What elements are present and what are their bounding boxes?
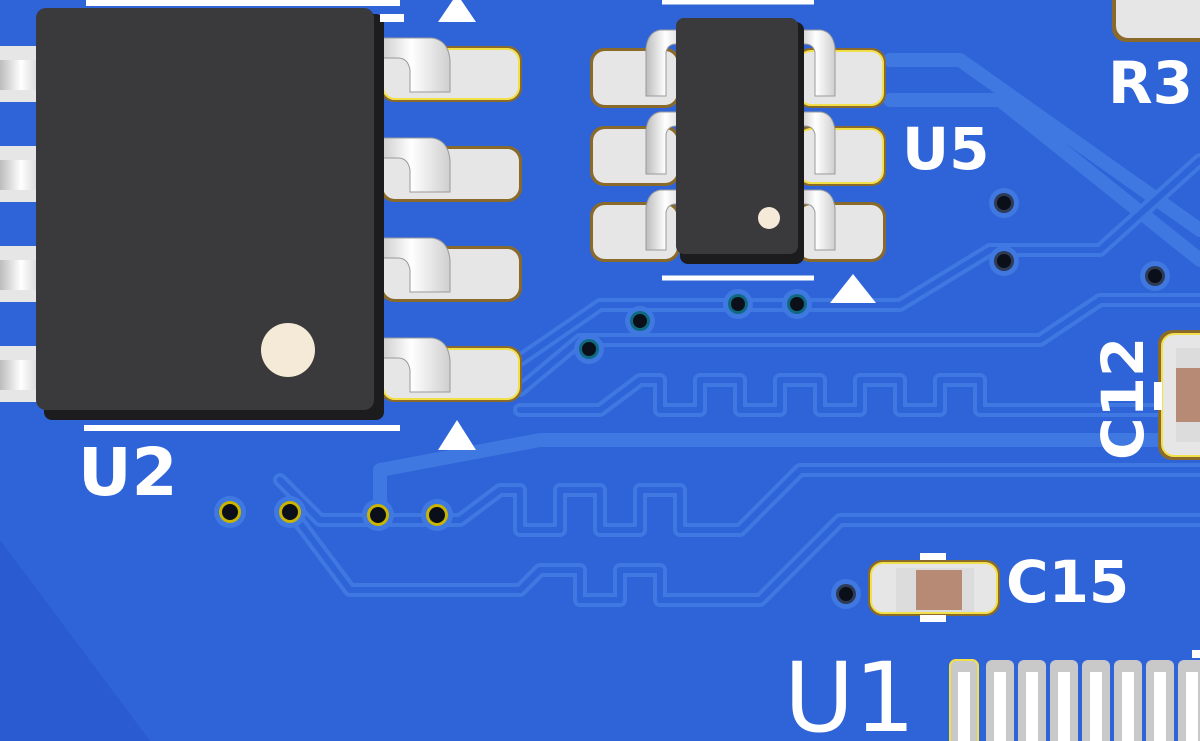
u2-reference-label: U2 (78, 434, 178, 511)
silkscreen-mark (1192, 650, 1200, 658)
r3-footprint (1112, 0, 1200, 42)
pin1-triangle-icon (438, 0, 476, 22)
c12-reference-label: C12 (1089, 336, 1157, 460)
trace (883, 93, 1200, 267)
silkscreen-mark (920, 615, 946, 622)
capacitor-body (1176, 368, 1200, 422)
pin1-marker-icon (261, 323, 315, 377)
board-edge-shade (0, 540, 150, 741)
trace (883, 53, 1200, 237)
via (723, 289, 753, 319)
via (574, 334, 604, 364)
u2-leads (0, 37, 451, 393)
u5-leads (645, 29, 836, 251)
via (362, 499, 394, 531)
via (421, 499, 453, 531)
pin1-triangle-icon (830, 274, 876, 303)
pin1-marker-icon (758, 207, 780, 229)
u5-reference-label: U5 (902, 115, 990, 183)
silkscreen-mark (1154, 382, 1162, 410)
c15-footprint (868, 553, 1000, 622)
silkscreen-mark (920, 553, 946, 560)
via (214, 496, 246, 528)
via (989, 246, 1019, 276)
r3-reference-label: R3 (1108, 49, 1194, 117)
vias (214, 188, 1170, 609)
u1-reference-label: U1 (784, 642, 916, 741)
via (989, 188, 1019, 218)
u5-package (662, 0, 876, 303)
via (274, 496, 306, 528)
c15-reference-label: C15 (1006, 548, 1130, 616)
pin1-triangle-icon (438, 420, 476, 450)
via (1140, 261, 1170, 291)
capacitor-body (916, 570, 962, 610)
silkscreen-mark (380, 14, 404, 22)
via (831, 579, 861, 609)
u1-pins (949, 650, 1200, 741)
via (782, 289, 812, 319)
trace-gaps (277, 157, 1200, 603)
via (625, 306, 655, 336)
u2-package (36, 0, 476, 450)
trace (373, 433, 1200, 527)
c12-footprint (1154, 330, 1200, 460)
